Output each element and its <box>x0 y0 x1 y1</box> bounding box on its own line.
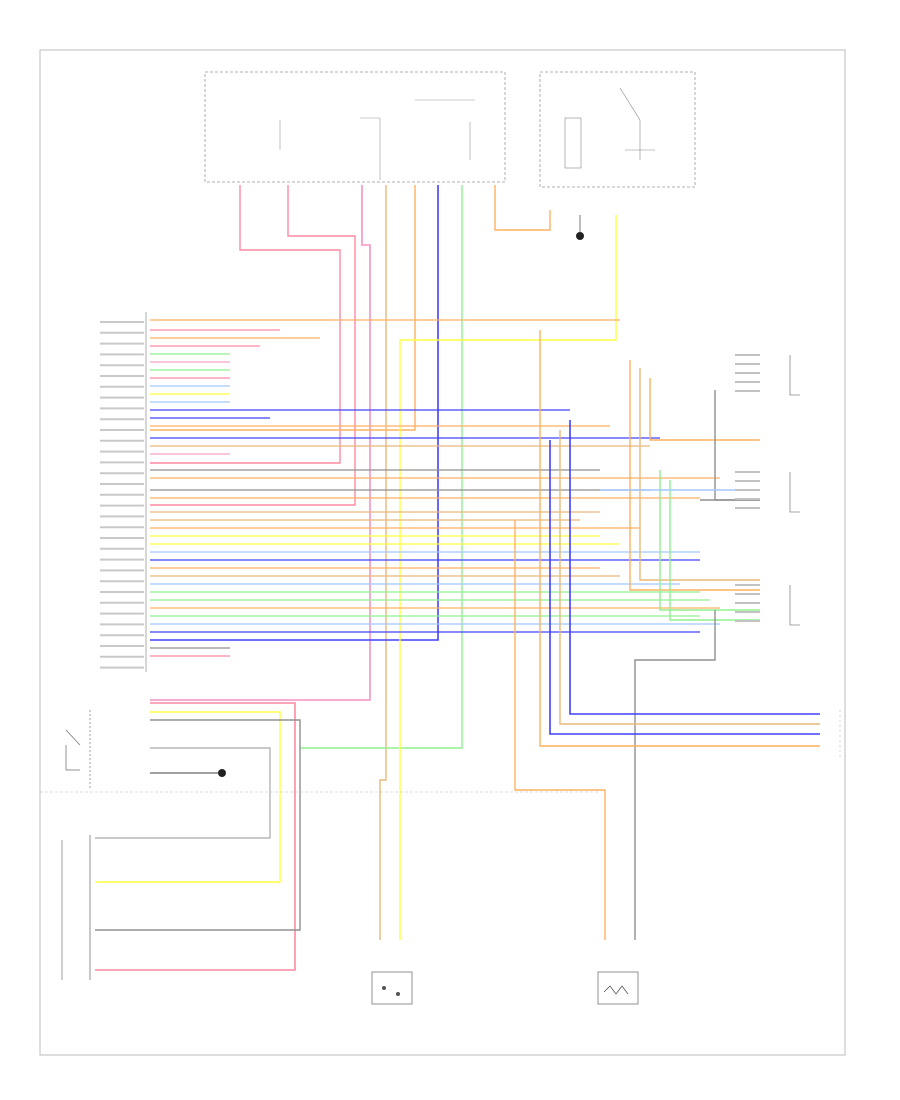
top-ground-symbol <box>576 215 584 240</box>
wire-ll-red <box>95 702 296 971</box>
wire-yellow-long <box>399 215 617 940</box>
bottom-left-actuator <box>371 971 413 1005</box>
wire-bottom-blue-2 <box>549 440 820 735</box>
wire-right-orange-1 <box>629 360 760 591</box>
wire-right-green-1 <box>659 470 760 611</box>
wire-green-1 <box>300 185 463 749</box>
top-fuse-box <box>204 71 696 188</box>
right-switch-1 <box>789 355 800 396</box>
right-connectors <box>735 354 800 626</box>
wire-tan-1 <box>379 185 387 940</box>
wire-ll-yellow <box>95 711 281 883</box>
wire-bottom-tan-1 <box>559 430 820 725</box>
wire-bottom-orange-1 <box>539 330 820 747</box>
lower-left-sensor <box>61 835 91 980</box>
wire-bottom-blue-1 <box>569 420 820 715</box>
wire-red-1 <box>150 185 341 464</box>
wire-right-orange-2 <box>649 378 760 441</box>
right-switch-3 <box>789 585 800 626</box>
wire-ll-gray-2 <box>95 747 271 839</box>
wire-right-green-2 <box>669 480 760 621</box>
wire-right-gray-3 <box>634 610 716 940</box>
lower-left-switch <box>40 710 600 793</box>
wire-bottom-orange-2 <box>514 520 606 940</box>
wire-orange-top <box>150 185 416 431</box>
wire-ll-gray <box>95 719 301 931</box>
bottom-right-sensor <box>597 971 639 1005</box>
diagram-frame <box>39 49 846 1056</box>
wire-pink-1 <box>150 185 371 701</box>
right-switch-2 <box>789 472 800 513</box>
wire-red-2 <box>150 185 356 506</box>
wire-orange-2 <box>494 185 551 231</box>
wire-right-tan-1 <box>639 368 760 581</box>
wire-harness <box>95 185 820 971</box>
main-connector-pin-rows <box>100 321 144 669</box>
wire-right-gray-1 <box>714 390 760 501</box>
wire-blue-1 <box>150 185 439 641</box>
